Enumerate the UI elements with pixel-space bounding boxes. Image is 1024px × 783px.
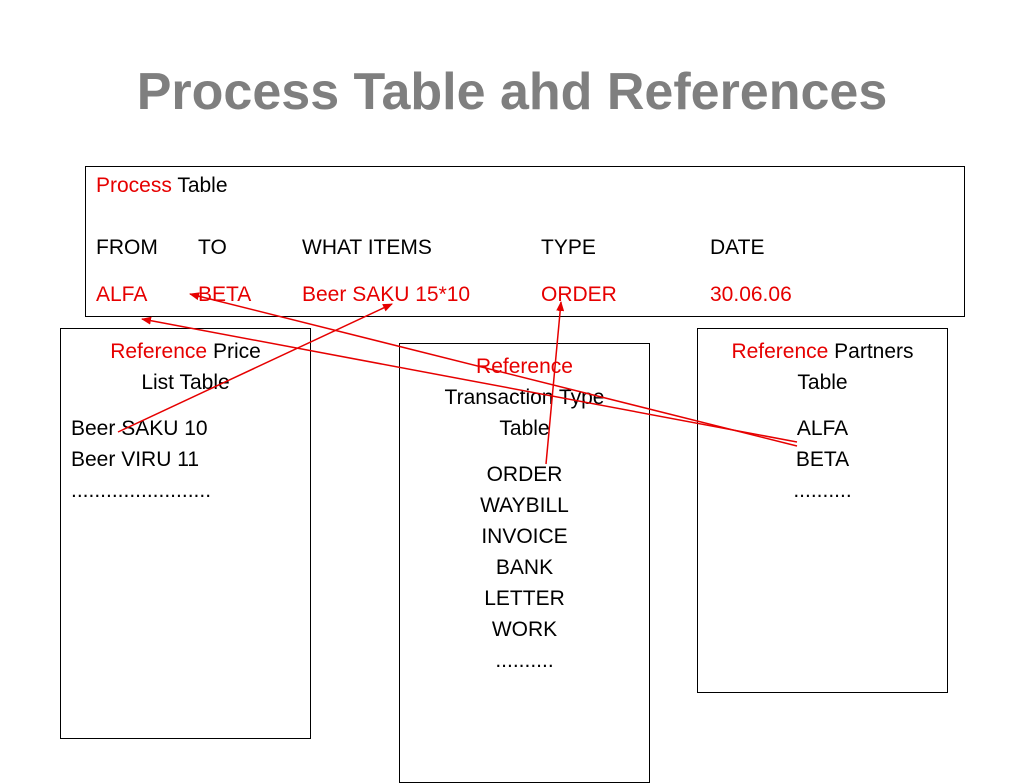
cell-date: 30.06.06 bbox=[710, 283, 792, 306]
list-item: LETTER bbox=[484, 587, 565, 610]
list-item: .......... bbox=[495, 649, 554, 672]
transaction-type-title: Reference Transaction Type Table bbox=[400, 351, 649, 444]
partners-title: Reference Partners Table bbox=[698, 336, 947, 398]
arrow-order-to-type bbox=[545, 301, 565, 465]
transaction-type-table: Reference Transaction Type Table ORDER W… bbox=[399, 343, 650, 783]
list-item: BETA bbox=[795, 448, 850, 471]
partners-table: Reference Partners Table ALFA BETA .....… bbox=[697, 328, 948, 693]
cell-to: BETA bbox=[198, 283, 252, 306]
arrow-alfa-to-from bbox=[141, 316, 798, 443]
price-list-table: Reference Price List Table Beer SAKU 10 … bbox=[60, 328, 311, 739]
process-table: Process Table FROM TO WHAT ITEMS TYPE DA… bbox=[85, 166, 965, 317]
transaction-type-title-line3: Table bbox=[499, 417, 550, 440]
arrow-saku-to-items bbox=[117, 303, 393, 433]
list-item: BANK bbox=[495, 556, 554, 579]
list-item: ALFA bbox=[796, 417, 849, 440]
transaction-type-title-line2: Transaction Type bbox=[444, 386, 605, 409]
arrow-beta-to-to bbox=[189, 292, 798, 447]
header-date: DATE bbox=[710, 236, 765, 259]
list-item: WORK bbox=[491, 618, 558, 641]
process-table-title-red: Process bbox=[96, 174, 172, 197]
cell-type: ORDER bbox=[541, 283, 617, 306]
list-item: INVOICE bbox=[481, 525, 568, 548]
header-what-items: WHAT ITEMS bbox=[302, 236, 432, 259]
price-list-items: Beer SAKU 10 Beer VIRU 11 ..............… bbox=[61, 413, 310, 506]
price-list-title-rest: Price bbox=[212, 340, 261, 363]
slide-title: Process Table ahd References bbox=[136, 63, 888, 121]
list-item: ........................ bbox=[71, 479, 212, 502]
cell-what-items: Beer SAKU 15*10 bbox=[302, 283, 471, 306]
partners-title-line2: Table bbox=[797, 371, 848, 394]
partners-items: ALFA BETA .......... bbox=[698, 413, 947, 506]
price-list-title-red: Reference bbox=[110, 340, 208, 363]
list-item: ORDER bbox=[486, 463, 563, 486]
price-list-title: Reference Price List Table bbox=[61, 336, 310, 398]
transaction-type-items: ORDER WAYBILL INVOICE BANK LETTER WORK .… bbox=[400, 459, 649, 676]
partners-title-red: Reference bbox=[731, 340, 829, 363]
list-item: .......... bbox=[793, 479, 852, 502]
header-to: TO bbox=[198, 236, 227, 259]
list-item: Beer SAKU 10 bbox=[71, 417, 208, 440]
cell-from: ALFA bbox=[96, 283, 148, 306]
partners-title-rest: Partners bbox=[834, 340, 914, 363]
process-table-title-rest: Table bbox=[177, 174, 228, 197]
list-item: Beer VIRU 11 bbox=[71, 448, 199, 471]
header-from: FROM bbox=[96, 236, 158, 259]
price-list-title-line2: List Table bbox=[141, 371, 230, 394]
list-item: WAYBILL bbox=[480, 494, 569, 517]
header-type: TYPE bbox=[541, 236, 596, 259]
process-table-title: Process Table bbox=[96, 174, 228, 198]
